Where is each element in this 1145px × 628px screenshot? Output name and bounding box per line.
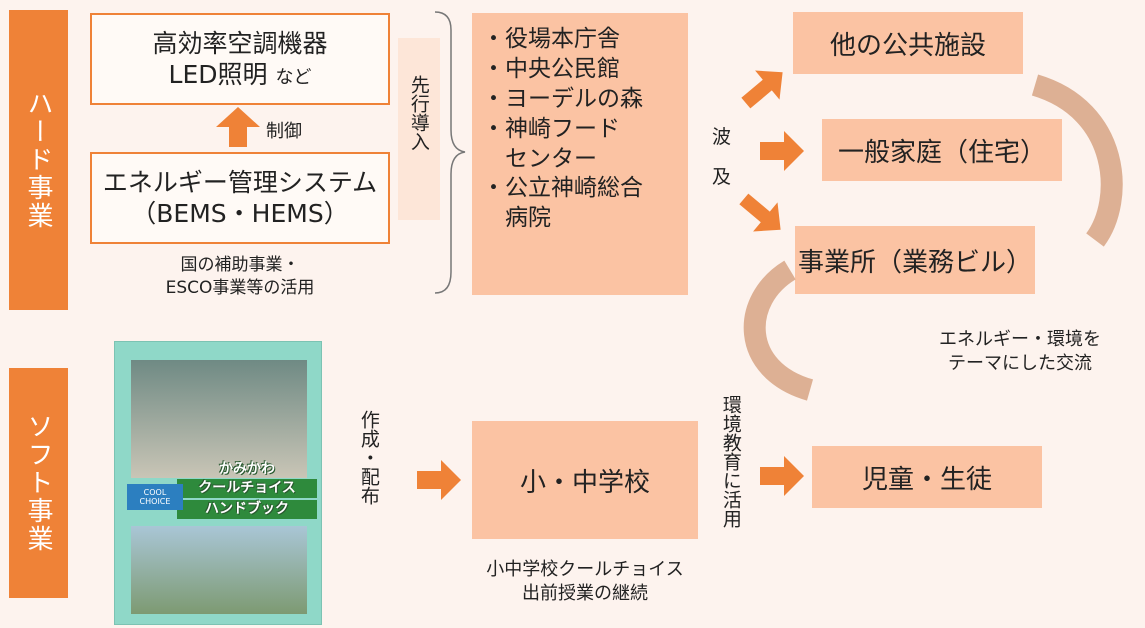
exchange-line1: エネルギー・環境を xyxy=(939,329,1101,350)
subsidy-line1: 国の補助事業・ xyxy=(180,255,300,275)
school-box: 小・中学校 xyxy=(472,421,698,539)
equipment-box: 高効率空調機器 LED照明 など xyxy=(90,13,390,105)
equipment-line1: 高効率空調機器 xyxy=(152,28,328,58)
spread-label: 波 及 xyxy=(712,118,731,198)
curve-arrow-left xyxy=(743,260,814,401)
ems-line1: エネルギー管理システム xyxy=(102,167,378,197)
ems-box: エネルギー管理システム （BEMS・HEMS） xyxy=(90,152,390,244)
control-label: 制御 xyxy=(266,121,302,142)
facility-5-cont: 病院 xyxy=(482,205,551,232)
target-public: 他の公共施設 xyxy=(793,12,1023,74)
control-up-arrow xyxy=(216,107,260,147)
students-box: 児童・生徒 xyxy=(812,446,1042,508)
subsidy-line2: ESCO事業等の活用 xyxy=(165,277,315,298)
brace xyxy=(434,11,466,294)
arrow-to-school xyxy=(417,460,461,500)
poster-photo-bottom xyxy=(131,526,307,614)
equipment-suffix: など xyxy=(275,67,312,88)
facility-3: ・ヨーデルの森 xyxy=(482,85,643,112)
poster-title-3: ハンドブック xyxy=(177,499,317,519)
facility-4-cont: センター xyxy=(482,145,597,172)
subsidy-note: 国の補助事業・ ESCO事業等の活用 xyxy=(110,254,370,300)
education-label: 環境教育に活用 xyxy=(719,395,742,528)
hard-business-label: ハード事業 xyxy=(9,10,68,310)
arrow-to-students xyxy=(760,456,804,496)
poster-title-2: クールチョイス xyxy=(177,478,317,498)
arrow-to-office xyxy=(739,193,781,232)
create-label: 作成・配布 xyxy=(357,410,380,505)
arrow-to-home xyxy=(760,131,804,171)
target-home: 一般家庭（住宅） xyxy=(822,119,1062,181)
soft-business-label: ソフト事業 xyxy=(9,368,68,598)
facility-1: ・役場本庁舎 xyxy=(482,26,620,52)
spread-char-2: 及 xyxy=(712,165,732,188)
pioneer-strip xyxy=(398,38,440,220)
poster-title-1: かみかわ xyxy=(219,461,275,477)
class-line2: 出前授業の継続 xyxy=(522,583,648,605)
poster-photo-top xyxy=(131,360,307,478)
poster-title: かみかわ クールチョイス ハンドブック xyxy=(177,460,317,519)
curve-arrow-right xyxy=(1031,74,1123,247)
target-office: 事業所（業務ビル） xyxy=(795,226,1035,294)
facility-4: ・神崎フード xyxy=(482,115,620,142)
exchange-line2: テーマにした交流 xyxy=(948,353,1092,375)
pioneer-label: 先行導入 xyxy=(407,75,430,151)
equipment-line2: LED照明 xyxy=(168,60,268,89)
spread-char-1: 波 xyxy=(712,126,732,148)
exchange-note: エネルギー・環境を テーマにした交流 xyxy=(910,328,1130,377)
cool-choice-tag: COOL CHOICE xyxy=(127,484,183,510)
facility-5: ・公立神崎総合 xyxy=(482,175,643,202)
ems-line2: （BEMS・HEMS） xyxy=(131,199,349,228)
handbook-poster: かみかわ クールチョイス ハンドブック COOL CHOICE xyxy=(114,341,322,625)
facilities-box: ・役場本庁舎 ・中央公民館 ・ヨーデルの森 ・神崎フード センター ・公立神崎総… xyxy=(472,13,688,295)
facility-2: ・中央公民館 xyxy=(482,55,620,82)
class-line1: 小中学校クールチョイス xyxy=(486,559,684,580)
class-note: 小中学校クールチョイス 出前授業の継続 xyxy=(440,558,730,607)
arrow-to-public xyxy=(741,70,783,109)
